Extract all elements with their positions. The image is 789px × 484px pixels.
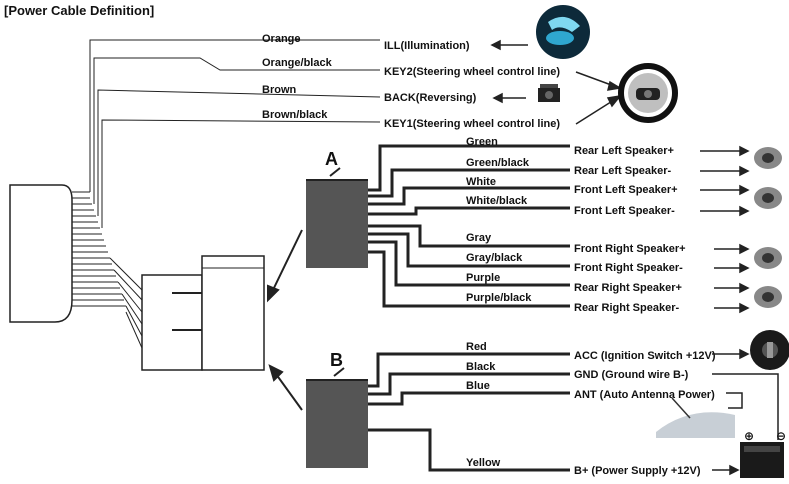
battery-icon: ⊕ ⊖ [740,429,786,478]
wire-color-orange-black: Orange/black [262,57,333,69]
wire-function-back: BACK(Reversing) [384,92,477,104]
steering-wheel-icon [618,63,678,123]
wire-color-white: White [466,176,496,188]
wire-color-blue: Blue [466,380,490,392]
wire-color-red: Red [466,341,487,353]
function-front-left-minus: Front Left Speaker- [574,205,675,217]
headlight-icon [536,5,590,59]
svg-text:⊖: ⊖ [776,429,786,443]
wire-color-orange: Orange [262,33,301,45]
wire-function-ill: ILL(Illumination) [384,40,470,52]
wire-color-brown: Brown [262,84,297,96]
power-arrows [712,348,779,476]
arrow-b [268,364,303,411]
wire-color-purple: Purple [466,272,500,284]
function-gnd: GND (Ground wire B-) [574,369,689,381]
speaker-icon [754,247,782,269]
wire-color-green: Green [466,136,498,148]
function-front-right-minus: Front Right Speaker- [574,262,683,274]
wire-color-gray: Gray [466,232,492,244]
wire-color-brown-black: Brown/black [262,109,328,121]
function-rear-left-minus: Rear Left Speaker- [574,165,672,177]
function-acc: ACC (Ignition Switch +12V) [574,350,716,362]
function-ant: ANT (Auto Antenna Power) [574,389,715,401]
wire-function-key2: KEY2(Steering wheel control line) [384,66,560,78]
wire-function-key1: KEY1(Steering wheel control line) [384,118,560,130]
wire-color-white-black: White/black [466,195,528,207]
function-b-plus: B+ (Power Supply +12V) [574,465,701,477]
ignition-switch-icon [750,330,789,370]
connector-a-label: A [325,149,338,169]
connector-b [306,367,368,468]
speaker-icon [754,187,782,209]
wire-color-yellow: Yellow [466,457,501,469]
diagram-title: [Power Cable Definition] [4,3,154,18]
arrow-a [267,229,303,303]
wire-color-purple-black: Purple/black [466,292,532,304]
head-unit-plug [9,39,381,371]
reverse-camera-icon [538,84,560,102]
speaker-icon [754,147,782,169]
connector-a [306,167,368,268]
function-rear-right-plus: Rear Right Speaker+ [574,282,682,294]
connector-b-label: B [330,350,343,370]
speaker-icon [754,286,782,308]
function-rear-left-plus: Rear Left Speaker+ [574,145,674,157]
connector-b-wires [368,352,570,472]
function-front-right-plus: Front Right Speaker+ [574,243,686,255]
svg-text:⊕: ⊕ [744,429,754,443]
top-arrows [490,39,623,125]
function-front-left-plus: Front Left Speaker+ [574,184,678,196]
connector-a-wires [368,144,570,308]
function-rear-right-minus: Rear Right Speaker- [574,302,679,314]
wire-color-black: Black [466,361,496,373]
wire-color-gray-black: Gray/black [466,252,523,264]
wire-color-green-black: Green/black [466,157,530,169]
antenna-icon [656,397,735,438]
speaker-arrows [700,145,750,314]
